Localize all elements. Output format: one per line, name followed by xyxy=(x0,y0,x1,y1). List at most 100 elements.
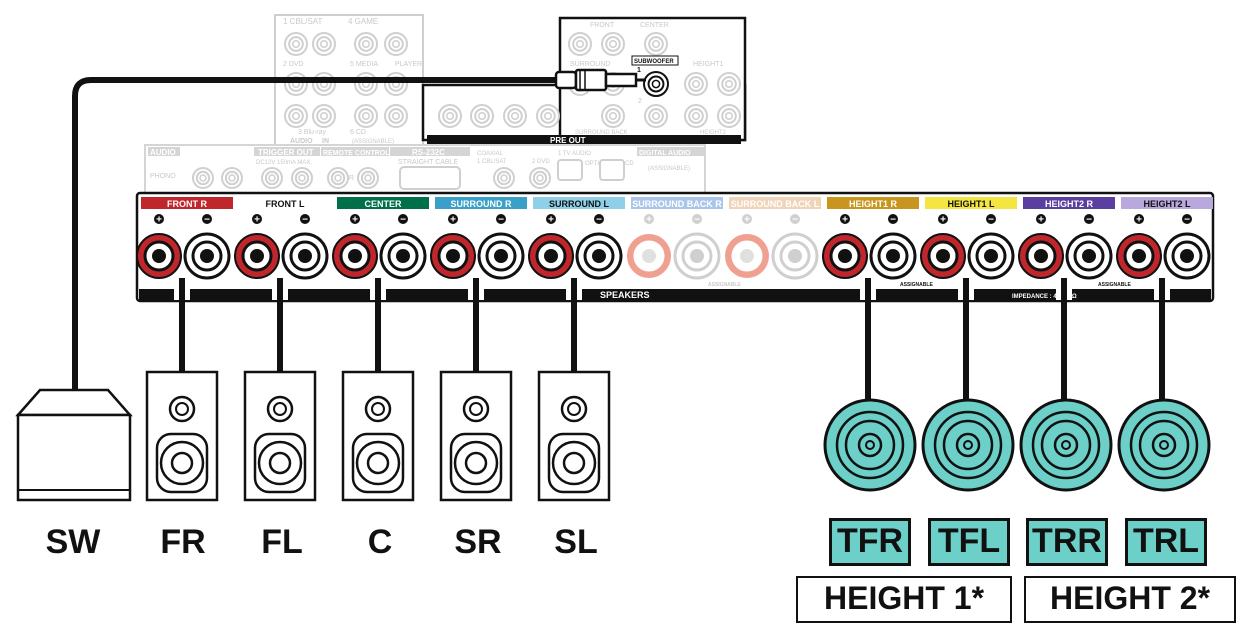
svg-text:+: + xyxy=(940,215,946,226)
svg-text:+: + xyxy=(352,215,358,226)
channel-header: HEIGHT2 R+− xyxy=(1023,197,1115,226)
control-port-jack xyxy=(291,167,313,189)
audio-input-jack xyxy=(354,104,378,128)
control-port-jack xyxy=(261,167,283,189)
preout-front-label: FRONT xyxy=(590,22,615,29)
speaker-terminal-icon xyxy=(920,232,1015,280)
audio-input-jack xyxy=(284,32,308,56)
speakers-label: SPEAKERS xyxy=(600,290,650,300)
svg-text:−: − xyxy=(792,215,798,226)
svg-text:−: − xyxy=(694,215,700,226)
optical-port-icon xyxy=(557,159,583,181)
svg-text:−: − xyxy=(400,215,406,226)
pre-out-jack xyxy=(503,104,527,128)
minus-sign-icon: − xyxy=(1084,214,1094,226)
coax-dvd-label: 2 DVD xyxy=(532,159,550,165)
plus-sign-icon: + xyxy=(546,214,556,226)
svg-text:−: − xyxy=(596,215,602,226)
preout-surroundback-label: SURROUND BACK xyxy=(575,130,628,136)
pre-out-jack xyxy=(644,32,668,56)
channel-header: SURROUND R+− xyxy=(435,197,527,226)
channel-header: HEIGHT2 L+− xyxy=(1121,197,1213,226)
remote-control-label: REMOTE CONTROL xyxy=(323,150,390,157)
pre-out-jack xyxy=(470,104,494,128)
pre-out-label: PRE OUT xyxy=(550,136,586,145)
minus-sign-icon: − xyxy=(790,214,800,226)
rca-plug-icon xyxy=(554,68,646,92)
optical-cd-label: CD xyxy=(625,161,634,167)
plus-sign-icon: + xyxy=(1134,214,1144,226)
speaker-label-tfr: TFR xyxy=(829,518,911,566)
channel-header: HEIGHT1 R+− xyxy=(827,197,919,226)
trigger-spec-label: DC12V 150mA MAX. xyxy=(256,160,312,166)
audio-input-jack xyxy=(354,32,378,56)
control-ports-row: AUDIO PHONO TRIGGER OUT DC12V 150mA MAX.… xyxy=(144,144,706,194)
audio-label-audio: AUDIO xyxy=(290,138,313,145)
audio-input-jack xyxy=(384,72,408,96)
svg-text:−: − xyxy=(890,215,896,226)
channel-header: FRONT R+− xyxy=(141,197,233,226)
height1-group-label: HEIGHT 1* xyxy=(796,576,1012,623)
control-port-jack xyxy=(529,167,551,189)
speaker-label-fl: FL xyxy=(261,523,303,561)
audio-input-jack xyxy=(284,104,308,128)
phono-audio-label: AUDIO xyxy=(150,148,176,157)
svg-text:+: + xyxy=(744,215,750,226)
pre-out-jack xyxy=(684,72,708,96)
minus-sign-icon: − xyxy=(594,214,604,226)
audio-input-jack xyxy=(384,104,408,128)
assignable-label-faded: ASSIGNABLE xyxy=(708,282,741,288)
svg-text:−: − xyxy=(988,215,994,226)
svg-text:+: + xyxy=(842,215,848,226)
plus-sign-icon: + xyxy=(742,214,752,226)
subwoofer-out-jack xyxy=(643,71,669,97)
pre-out-jack xyxy=(717,72,741,96)
pre-out-jack xyxy=(684,104,708,128)
speaker-terminal-icon xyxy=(430,232,525,280)
svg-text:+: + xyxy=(1136,215,1142,226)
speaker-terminal-icon xyxy=(1018,232,1113,280)
channel-label: CENTER xyxy=(364,199,402,209)
impedance-label: IMPEDANCE : 4 ~ 16 Ω xyxy=(1012,294,1077,300)
svg-text:+: + xyxy=(254,215,260,226)
channel-header: SURROUND L+− xyxy=(533,197,625,226)
channel-header: HEIGHT1 L+− xyxy=(925,197,1017,226)
pre-out-jack xyxy=(601,104,625,128)
svg-text:+: + xyxy=(1038,215,1044,226)
minus-sign-icon: − xyxy=(888,214,898,226)
audio-input-jack xyxy=(312,32,336,56)
audio-input-jack xyxy=(312,72,336,96)
channel-header: CENTER + − xyxy=(337,197,429,226)
svg-text:+: + xyxy=(548,215,554,226)
minus-sign-icon: − xyxy=(496,214,506,226)
svg-text:+: + xyxy=(156,215,162,226)
channel-label: SURROUND R xyxy=(450,199,512,209)
svg-text:−: − xyxy=(1086,215,1092,226)
speaker-label-trr: TRR xyxy=(1026,518,1108,566)
svg-text:−: − xyxy=(302,215,308,226)
speaker-label-c: C xyxy=(367,523,393,561)
plus-sign-icon: + xyxy=(644,214,654,226)
speaker-terminal-icon xyxy=(332,232,427,280)
speaker-terminal-panel: FRONT R+−FRONT L+−CENTER+−SURROUND R+−SU… xyxy=(135,191,1215,303)
preout-sub-1-label: 1 xyxy=(637,67,641,74)
preout-height2-label: HEIGHT2 xyxy=(700,130,727,136)
minus-sign-icon: − xyxy=(202,214,212,226)
speaker-terminal-icon xyxy=(136,232,231,280)
preout-surround-label: SURROUND xyxy=(570,61,610,68)
speaker-label-sr: SR xyxy=(454,523,502,561)
control-port-jacks xyxy=(192,159,625,189)
channel-header: FRONT L+− xyxy=(239,197,331,226)
floor-speaker-icon xyxy=(439,370,513,502)
speaker-terminal-icon xyxy=(1116,232,1211,280)
audio-label-media: 5 MEDIA xyxy=(350,61,378,68)
trigger-out-label: TRIGGER OUT xyxy=(258,148,314,157)
pre-out-jack xyxy=(438,104,462,128)
floor-speakers xyxy=(15,370,611,502)
floor-speaker-icon xyxy=(243,370,317,502)
floor-speaker-icon xyxy=(537,370,611,502)
minus-sign-icon: − xyxy=(398,214,408,226)
audio-label-assignable: (ASSIGNABLE) xyxy=(352,139,394,145)
audio-label-game: 4 GAME xyxy=(348,17,378,26)
